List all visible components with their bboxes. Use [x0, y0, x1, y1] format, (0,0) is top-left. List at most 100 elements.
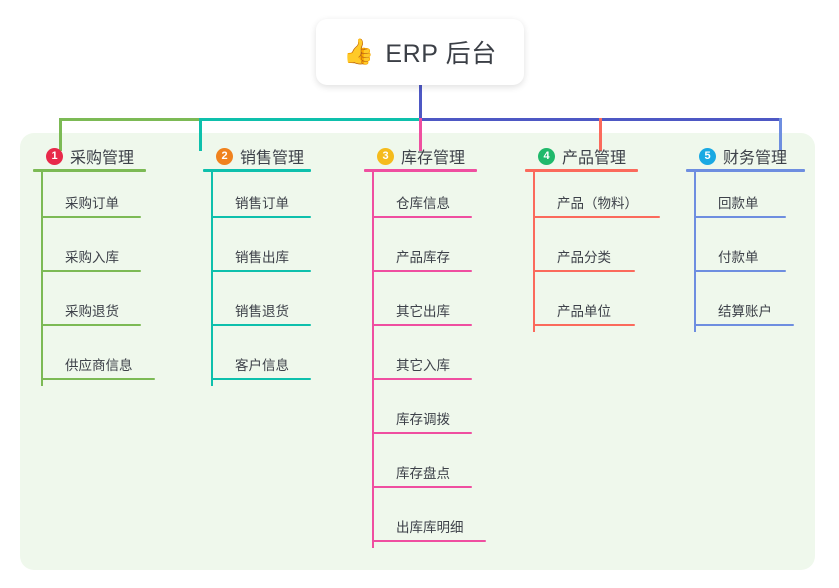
branch-1: 1 采购管理采购订单采购入库采购退货供应商信息: [33, 143, 155, 386]
leaf-item-rule: [533, 270, 635, 272]
root-node[interactable]: 👍 ERP 后台: [316, 19, 524, 85]
branch-title-rule: [525, 169, 638, 172]
leaf-item[interactable]: 客户信息: [211, 332, 319, 386]
branch-header-5[interactable]: 5 财务管理: [686, 143, 787, 169]
branch-header-2[interactable]: 2 销售管理: [203, 143, 304, 169]
leaf-item-label: 产品库存: [396, 250, 450, 265]
leaf-item-label: 供应商信息: [65, 358, 133, 373]
leaf-item-rule: [533, 324, 635, 326]
leaf-item[interactable]: 结算账户: [694, 278, 802, 332]
branch-number-badge: 5: [699, 147, 716, 165]
branch-5: 5 财务管理回款单付款单结算账户: [686, 143, 805, 332]
leaf-item[interactable]: 销售订单: [211, 170, 319, 224]
branch-title: 产品管理: [562, 150, 627, 167]
leaf-item-label: 产品分类: [557, 250, 611, 265]
branch-spine: [211, 170, 213, 386]
branch-title-rule: [203, 169, 311, 172]
leaf-item[interactable]: 产品库存: [372, 224, 480, 278]
root-trunk-line: [418, 85, 422, 119]
leaf-item-label: 其它出库: [396, 304, 450, 319]
leaf-item-label: 出库库明细: [396, 520, 464, 535]
leaf-item-rule: [372, 324, 472, 326]
leaf-item[interactable]: 产品（物料）: [533, 170, 668, 224]
leaf-item-rule: [211, 270, 311, 272]
root-node-label: ERP 后台: [385, 40, 497, 68]
leaf-item-rule: [41, 378, 155, 380]
branch-drop-line-2: [198, 118, 202, 151]
branch-title: 采购管理: [70, 150, 135, 167]
branch-title-rule: [686, 169, 805, 172]
diagram-panel: [20, 133, 815, 570]
branch-number-badge: 3: [377, 147, 394, 165]
branch-number-badge: 2: [216, 147, 233, 165]
leaf-item[interactable]: 供应商信息: [41, 332, 163, 386]
branch-spine: [533, 170, 535, 332]
branch-title: 财务管理: [723, 150, 788, 167]
branch-header-1[interactable]: 1 采购管理: [33, 143, 134, 169]
leaf-item-rule: [694, 270, 786, 272]
leaf-item-label: 销售出库: [235, 250, 289, 265]
leaf-item-label: 销售退货: [235, 304, 289, 319]
leaf-item-rule: [372, 432, 472, 434]
leaf-item-label: 库存盘点: [396, 466, 450, 481]
leaf-item-rule: [41, 324, 141, 326]
leaf-item-label: 其它入库: [396, 358, 450, 373]
leaf-item-rule: [211, 216, 311, 218]
leaf-item-label: 库存调拨: [396, 412, 450, 427]
leaf-item[interactable]: 产品分类: [533, 224, 643, 278]
leaf-item-rule: [211, 378, 311, 380]
branch-number-badge: 4: [538, 147, 555, 165]
leaf-item-label: 采购订单: [65, 196, 119, 211]
leaf-item-label: 回款单: [718, 196, 759, 211]
branch-title-rule: [33, 169, 146, 172]
branch-title-rule: [364, 169, 477, 172]
leaf-item[interactable]: 库存盘点: [372, 440, 480, 494]
branch-drop-line-5: [778, 118, 782, 151]
leaf-item[interactable]: 采购退货: [41, 278, 149, 332]
leaf-item-rule: [372, 540, 486, 542]
branch-title: 库存管理: [401, 150, 466, 167]
leaf-item-label: 付款单: [718, 250, 759, 265]
leaf-item-rule: [372, 216, 472, 218]
branch-header-3[interactable]: 3 库存管理: [364, 143, 465, 169]
branch-3: 3 库存管理仓库信息产品库存其它出库其它入库库存调拨库存盘点出库库明细: [364, 143, 486, 548]
branch-drop-line-4: [598, 118, 602, 151]
leaf-item[interactable]: 回款单: [694, 170, 794, 224]
branch-drop-line-3: [418, 118, 422, 151]
branch-spine: [372, 170, 374, 548]
leaf-item-rule: [372, 270, 472, 272]
leaf-item-rule: [372, 486, 472, 488]
leaf-item-label: 采购入库: [65, 250, 119, 265]
leaf-item[interactable]: 出库库明细: [372, 494, 494, 548]
leaf-item[interactable]: 库存调拨: [372, 386, 480, 440]
branch-number-badge: 1: [46, 147, 63, 165]
leaf-item-rule: [211, 324, 311, 326]
leaf-item-label: 产品单位: [557, 304, 611, 319]
leaf-item-rule: [694, 216, 786, 218]
leaf-item-rule: [372, 378, 472, 380]
leaf-item[interactable]: 其它出库: [372, 278, 480, 332]
leaf-item[interactable]: 付款单: [694, 224, 794, 278]
branch-header-4[interactable]: 4 产品管理: [525, 143, 626, 169]
leaf-item-rule: [533, 216, 660, 218]
bus-segment-1: [60, 117, 200, 121]
bus-segment-2: [200, 117, 420, 121]
leaf-item[interactable]: 销售出库: [211, 224, 319, 278]
leaf-item-rule: [694, 324, 794, 326]
branch-title: 销售管理: [240, 150, 305, 167]
leaf-item-label: 结算账户: [718, 304, 772, 319]
leaf-item[interactable]: 采购入库: [41, 224, 149, 278]
leaf-item-label: 客户信息: [235, 358, 289, 373]
leaf-item[interactable]: 采购订单: [41, 170, 149, 224]
leaf-item[interactable]: 销售退货: [211, 278, 319, 332]
leaf-item[interactable]: 仓库信息: [372, 170, 480, 224]
leaf-item[interactable]: 其它入库: [372, 332, 480, 386]
leaf-item-label: 销售订单: [235, 196, 289, 211]
thumbs-up-icon: 👍: [343, 37, 375, 66]
branch-spine: [41, 170, 43, 386]
leaf-item-label: 采购退货: [65, 304, 119, 319]
leaf-item-rule: [41, 270, 141, 272]
leaf-item[interactable]: 产品单位: [533, 278, 643, 332]
